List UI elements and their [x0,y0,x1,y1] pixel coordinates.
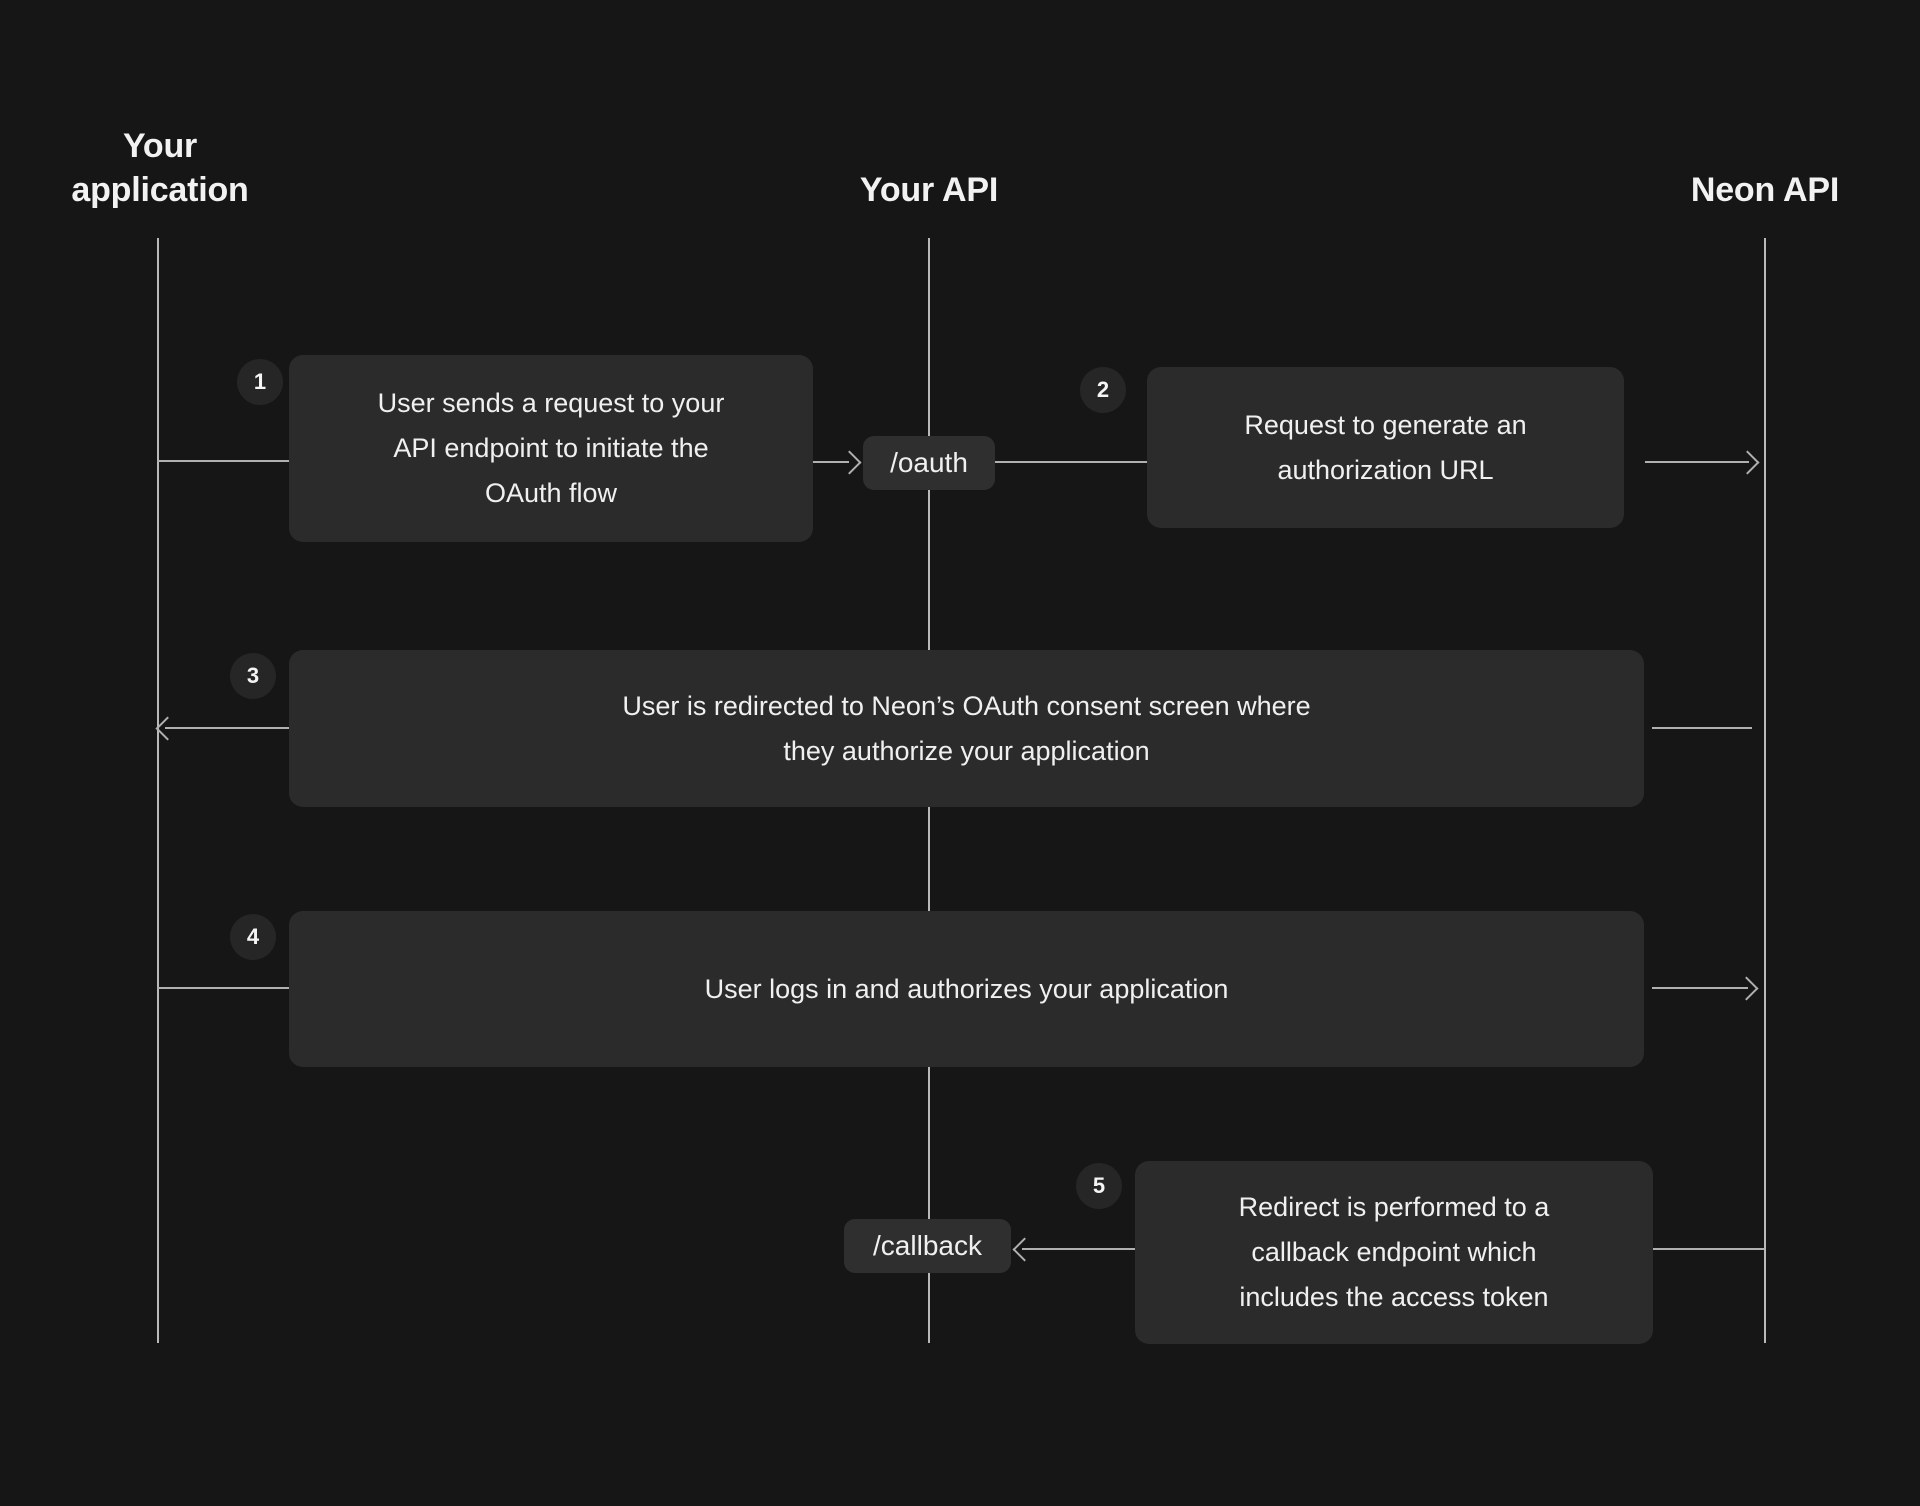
step-4-number-badge: 4 [230,914,276,960]
actor-title-your-api: Your API [859,171,999,209]
step-2-arrowhead-icon [1735,450,1760,475]
step-2-message-box: Request to generate an authorization URL [1147,367,1624,528]
step-2-connector-left [995,461,1147,463]
step-3-connector-left [165,727,289,729]
lifeline-your-application [157,238,159,1343]
step-5-connector-left [1022,1248,1135,1250]
step-2-message-text: Request to generate an authorization URL [1244,409,1527,485]
step-3-message-box: User is redirected to Neon’s OAuth conse… [289,650,1644,807]
actor-title-neon-api: Neon API [1690,171,1840,209]
step-5-message-box: Redirect is performed to a callback endp… [1135,1161,1653,1344]
callback-endpoint-pill: /callback [844,1219,1011,1273]
step-5-number-badge: 5 [1076,1163,1122,1209]
step-1-message-box: User sends a request to your API endpoin… [289,355,813,542]
lifeline-neon-api [1764,238,1766,1343]
step-5-connector-right [1653,1248,1765,1250]
step-4-message-text: User logs in and authorizes your applica… [704,973,1229,1004]
step-4-arrowhead-icon [1734,976,1759,1001]
step-1-connector-to-oauth [813,461,849,463]
step-2-number-badge: 2 [1080,367,1126,413]
step-4-connector-right [1652,987,1748,989]
step-4-message-box: User logs in and authorizes your applica… [289,911,1644,1067]
step-3-number-badge: 3 [230,653,276,699]
step-3-connector-right [1652,727,1752,729]
actor-title-your-application: Your application [71,127,249,209]
step-5-message-text: Redirect is performed to a callback endp… [1238,1192,1550,1312]
oauth-endpoint-pill: /oauth [863,436,995,490]
step-1-arrowhead-icon [837,450,862,475]
step-2-connector-right [1645,461,1749,463]
step-3-message-text: User is redirected to Neon’s OAuth conse… [622,690,1311,766]
step-1-message-text: User sends a request to your API endpoin… [377,388,725,508]
step-4-connector-left [157,987,289,989]
step-1-connector-left [157,460,289,462]
step-1-number-badge: 1 [237,359,283,405]
